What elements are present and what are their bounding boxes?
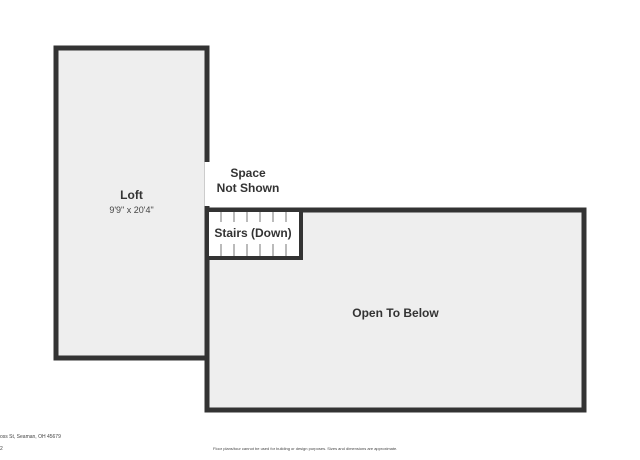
footer-address-line: oss St, Seaman, OH 45679	[0, 434, 61, 440]
open-to-below-label: Open To Below	[352, 306, 439, 320]
loft-room	[53, 45, 210, 361]
footer-address: oss St, Seaman, OH 45679 2	[0, 431, 61, 455]
stair-treads	[220, 212, 287, 256]
space-not-shown-label-line2: Not Shown	[216, 181, 280, 195]
stairs-label: Stairs (Down)	[214, 226, 292, 240]
loft-dimensions: 9'9" x 20'4"	[109, 205, 154, 215]
footer-disclaimer: Floor plans/tour cannot be used for buil…	[213, 446, 398, 451]
space-not-shown-label-line1: Space	[230, 166, 266, 180]
wall-opening	[204, 162, 210, 206]
loft-label: Loft	[120, 188, 143, 202]
stairs-box	[205, 208, 303, 260]
footer-page-fragment: 2	[0, 446, 3, 452]
